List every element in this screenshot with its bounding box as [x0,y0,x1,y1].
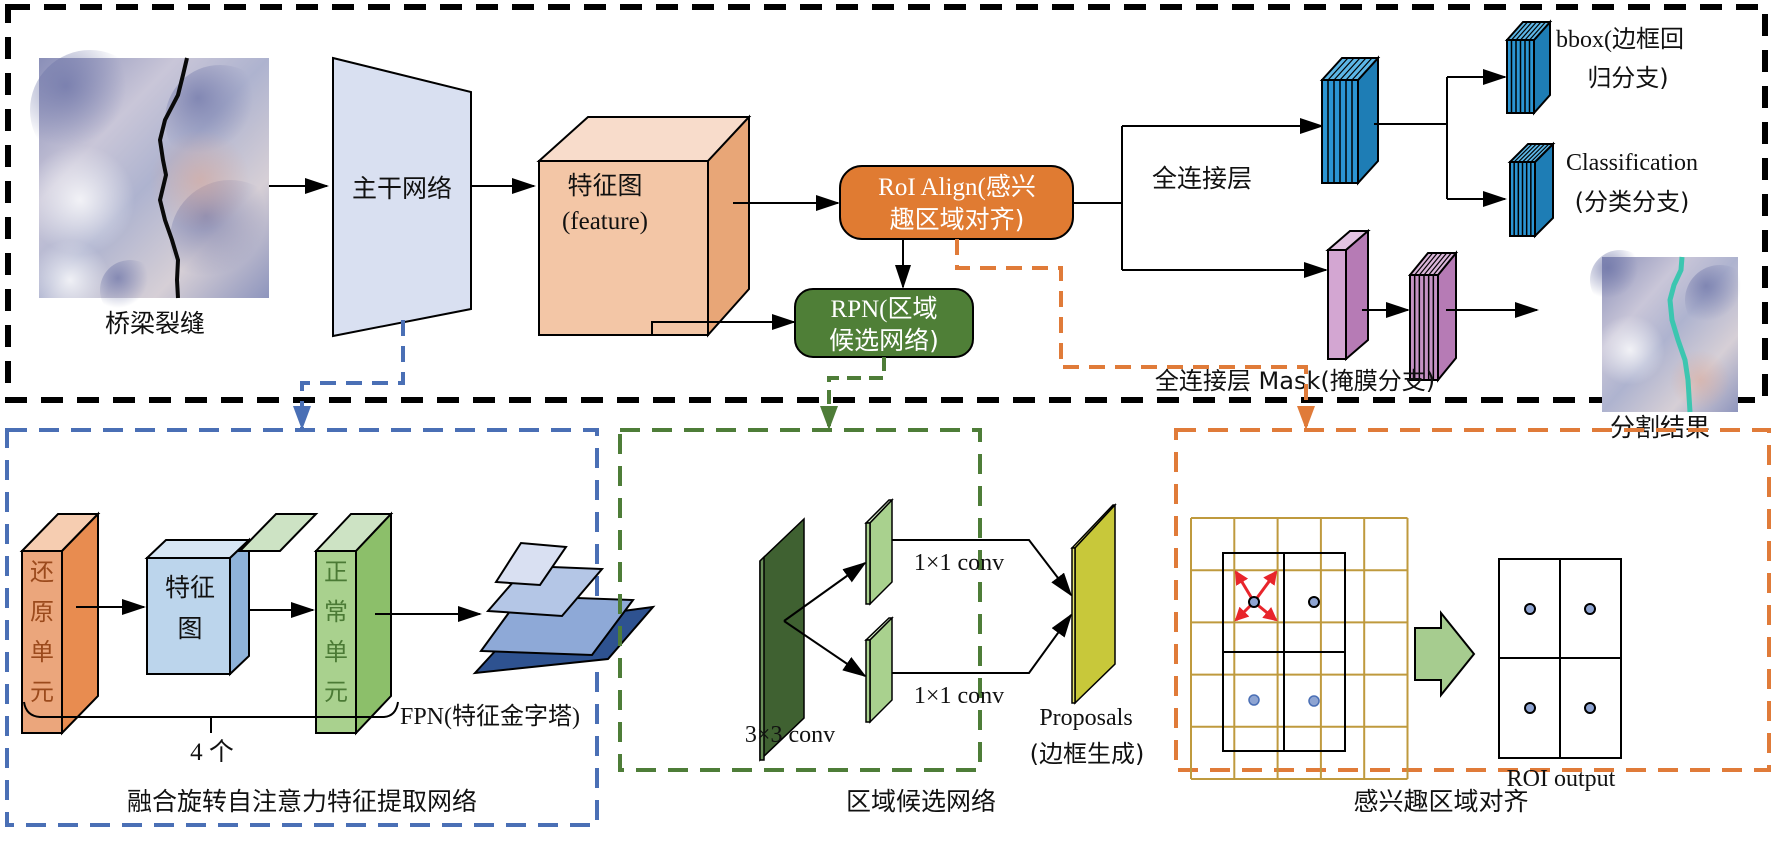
normal-unit-block-body [313,511,394,736]
arrow-top-to-proposals [892,539,1073,597]
input-label: 桥梁裂缝 [105,309,205,338]
conv1x1-bottom-label: 1×1 conv [914,683,1004,709]
crack-line [157,57,189,299]
bbox-label-line1: bbox(边框回 [1556,26,1684,53]
sampling-points [1248,596,1320,707]
output-point [1524,702,1536,714]
roi-bins [1222,552,1346,752]
roi-output-label: ROI output [1507,766,1616,792]
conv3x3-feature [759,517,805,762]
rpn-panel-border [618,428,982,772]
restore-unit-char-4: 元 [30,678,54,706]
transform-arrow [1414,610,1476,698]
rpn-label-line1: RPN(区域 [831,295,938,323]
arrow-conv3-to-top [783,561,867,622]
feature-label-line2: (feature) [562,208,648,235]
fpn-panel-title: 融合旋转自注意力特征提取网络 [127,787,477,816]
result-label: 分割结果 [1610,413,1710,442]
restore-unit-char-1: 还 [30,558,54,586]
arrow-feature-to-rpn [651,314,796,335]
output-point [1584,702,1596,714]
normal-unit-char-2: 常 [324,598,348,626]
blue-dashed-connector [293,320,405,430]
roi-output-grid [1498,558,1622,759]
input-crack-image [25,50,290,320]
feature-label-line1: 特征图 [567,171,642,200]
restore-unit-block [19,511,101,736]
output-point [1524,603,1536,615]
backbone-label: 主干网络 [352,174,452,203]
conv1x1-top-label: 1×1 conv [914,550,1004,576]
fpn-feature-map-block [144,537,252,677]
classification-branch-block [1507,141,1556,239]
restore-unit-char-3: 单 [30,638,54,666]
roi-panel-title: 感兴趣区域对齐 [1353,787,1528,816]
fpn-pyramid-layers [472,541,656,675]
mask-branch-block [1407,250,1459,383]
main-pipeline-border [5,4,1768,403]
normal-unit-char-4: 元 [324,678,348,706]
feature-grid [1190,517,1409,780]
conv1x1-bottom-block [864,616,894,724]
count-label: 4 个 [190,739,234,766]
feature-map-cube [536,114,752,338]
bbox-branch-block [1504,19,1553,116]
bbox-label-line2: 归分支) [1587,64,1668,92]
normal-unit-char-1: 正 [324,558,348,586]
orange-dashed-connector [955,239,1315,430]
sampling-point [1308,596,1320,608]
proposals-label-line2: (边框生成) [1030,740,1145,768]
restore-unit-char-2: 原 [30,598,54,626]
rpn-panel-title: 区域候选网络 [846,787,996,816]
backbone-network-block [332,56,472,338]
proposals-label-line1: Proposals [1039,705,1132,731]
arrow-bottom-to-proposals [892,613,1073,674]
sampling-point [1248,596,1260,608]
fpn-feature-label-2: 图 [177,614,202,643]
fc-layer-block [1319,55,1381,186]
segmentation-result-image [1590,250,1755,413]
proposals-block [1070,503,1117,705]
fpn-feature-label-1: 特征 [165,573,215,602]
mask-label: 全连接层 Mask(掩膜分支) [1155,367,1435,395]
fpn-layer-1 [494,541,568,587]
arrow-conv3-to-bottom [783,620,867,678]
count-brace [23,701,399,733]
sampling-point [1308,695,1320,707]
bilinear-interpolation-arrows [1234,570,1278,622]
normal-unit-block [237,513,319,552]
roi-label-line2: 趣区域对齐) [890,205,1025,234]
classification-label-line2: (分类分支) [1575,188,1690,216]
roi-label-line1: RoI Align(感兴 [878,173,1036,201]
conv3x3-label: 3×3 conv [745,722,835,748]
segmented-crack-line [1667,256,1693,413]
fpn-label: FPN(特征金字塔) [400,703,580,730]
sampling-point [1248,694,1260,706]
rpn-label-line2: 候选网络) [829,326,939,355]
conv1x1-top-block [864,498,894,606]
output-point [1584,603,1596,615]
mask-fc-block [1325,228,1371,362]
fc-label: 全连接层 [1152,164,1252,193]
green-dashed-connector [820,357,886,430]
classification-label-line1: Classification [1566,150,1698,176]
roi-panel-border [1174,428,1771,772]
normal-unit-char-3: 单 [324,638,348,666]
